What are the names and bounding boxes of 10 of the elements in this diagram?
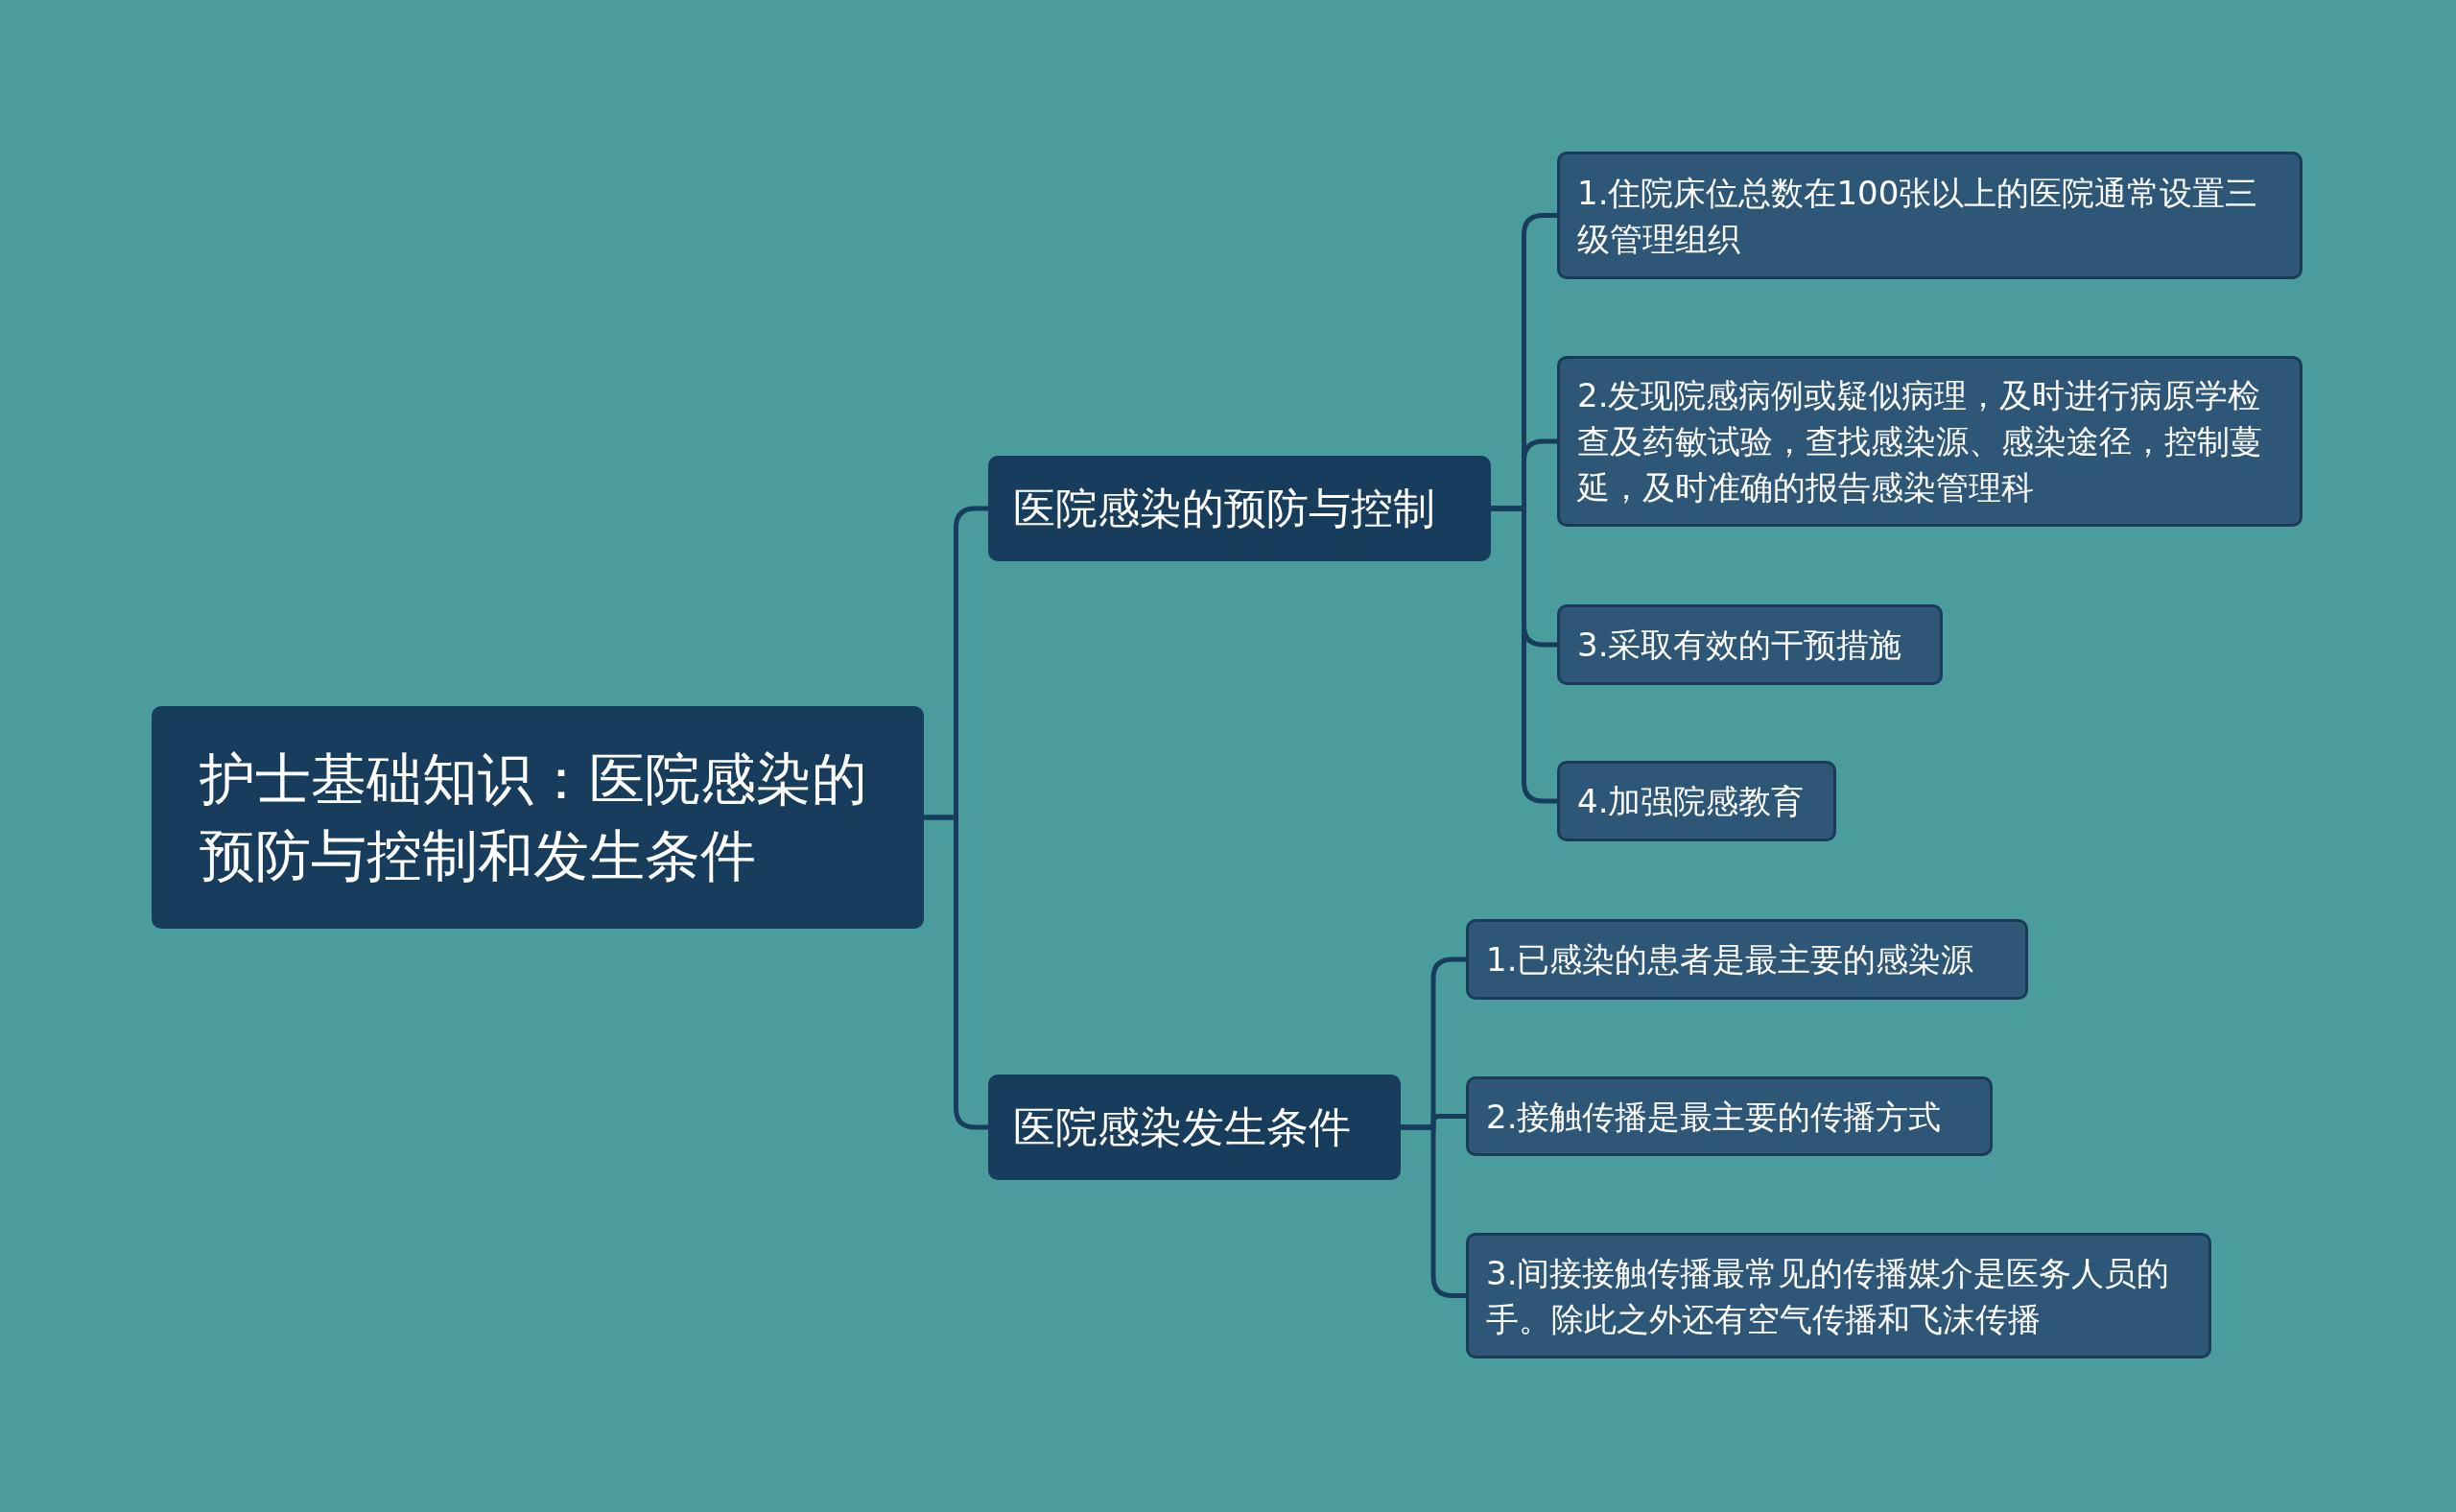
topic-box: 3.间接接触传播最常见的传播媒介是医务人员的手。除此之外还有空气传播和飞沫传播 [1466,1233,2211,1358]
topic-box: 2.发现院感病例或疑似病理，及时进行病原学检查及药敏试验，查找感染源、感染途径，控制蔓延，及时准确的报告感染管理科 [1557,356,2302,527]
topic-box: 1.已感染的患者是最主要的感染源 [1466,919,2028,1000]
branch-box: 医院感染的预防与控制 [988,456,1491,561]
branch-box: 医院感染发生条件 [988,1075,1401,1180]
root-box: 护士基础知识：医院感染的预防与控制和发生条件 [152,706,924,929]
topic-box: 3.采取有效的干预措施 [1557,604,1943,685]
topic-box: 1.住院床位总数在100张以上的医院通常设置三级管理组织 [1557,152,2302,279]
topic-box: 2.接触传播是最主要的传播方式 [1466,1076,1993,1156]
topic-box: 4.加强院感教育 [1557,761,1836,841]
